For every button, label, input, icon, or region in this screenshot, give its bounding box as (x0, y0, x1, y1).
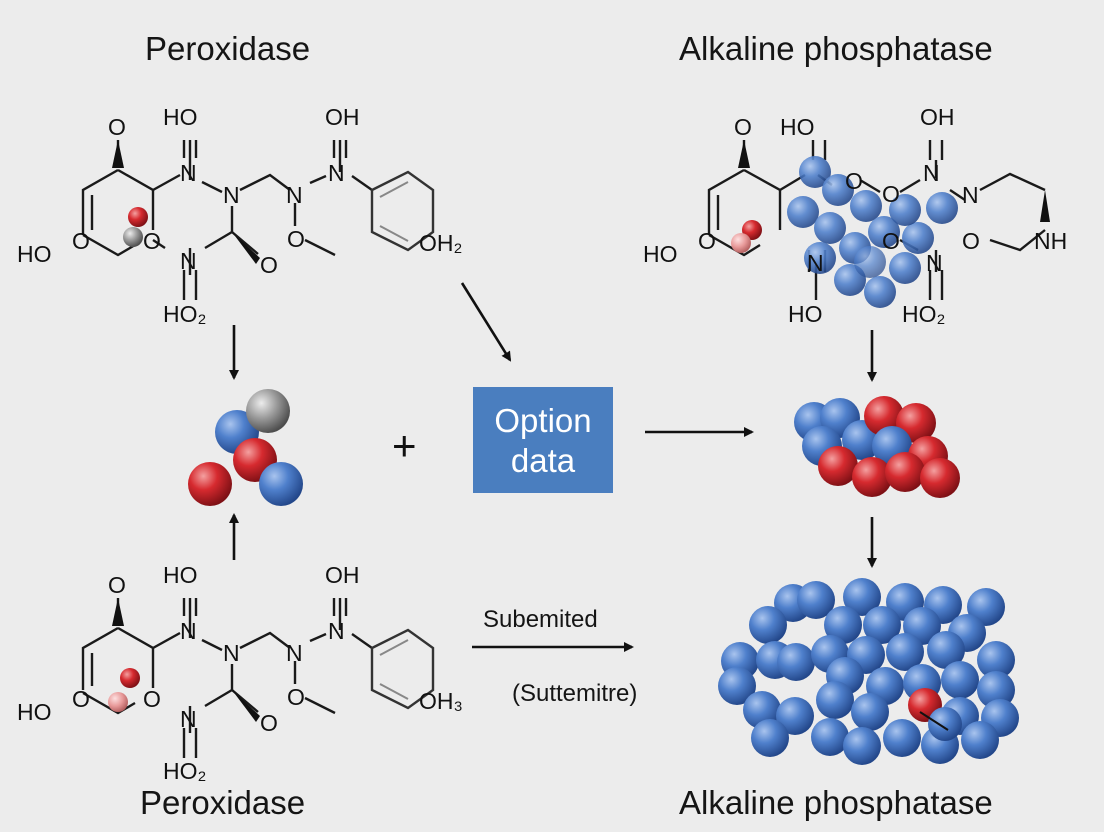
atom-label: OH (325, 562, 360, 588)
wedge-bond-icon (738, 140, 750, 168)
atom-label: N (223, 182, 240, 208)
atom-red (128, 207, 148, 227)
atom-label: O (72, 228, 90, 254)
atom-label: N (962, 182, 979, 208)
title-alkaline-phosphatase-top: Alkaline phosphatase (679, 30, 993, 67)
plus-sign: + (392, 422, 417, 469)
atom-label: N (923, 160, 940, 186)
mixed-atom-cluster (794, 396, 960, 498)
atom-label: HO₂ (163, 758, 207, 784)
atom-label: HO (780, 114, 815, 140)
atom-label: HO (163, 562, 198, 588)
atom-label: O (108, 572, 126, 598)
atom-label: O (143, 686, 161, 712)
title-peroxidase-bottom: Peroxidase (140, 784, 306, 821)
atom-label: O (260, 710, 278, 736)
molecule-bottom-left-bonds (81, 598, 435, 758)
atom-label: O (287, 226, 305, 252)
atom-label: N (807, 250, 824, 276)
wedge-bond-icon (1040, 190, 1050, 222)
atom-label: HO₂ (902, 301, 946, 327)
atom-label: N (328, 160, 345, 186)
atom-label: O (734, 114, 752, 140)
atom-label: OH₃ (419, 688, 463, 714)
wedge-bond-icon (112, 598, 124, 626)
atom-label: HO (788, 301, 823, 327)
large-atom-cluster (718, 578, 1019, 765)
atom-label: O (287, 684, 305, 710)
atom-label: O (72, 686, 90, 712)
atom-label: OH (325, 104, 360, 130)
cluster-overlay-top-right (731, 156, 958, 308)
atom-label: NH (1034, 228, 1068, 254)
wedge-bond-icon (232, 690, 260, 722)
atom-label: O (962, 228, 980, 254)
atom-label: O (845, 168, 863, 194)
atom-label: N (180, 160, 197, 186)
arrow-label-bottom: (Suttemitre) (512, 680, 638, 707)
atom-label: HO (17, 241, 52, 267)
atom-label: N (180, 706, 197, 732)
atom-label: HO (163, 104, 198, 130)
atom-label: O (108, 114, 126, 140)
atom-label: N (180, 248, 197, 274)
arrow-diagonal (460, 282, 512, 362)
atom-label: HO (17, 699, 52, 725)
wedge-bond-icon (112, 140, 124, 168)
wedge-bond-icon (232, 232, 260, 264)
title-peroxidase-top: Peroxidase (145, 30, 311, 67)
atom-label: O (143, 228, 161, 254)
atom-label: HO (643, 241, 678, 267)
atom-label: O (882, 181, 900, 207)
option-data-line2: data (510, 442, 576, 479)
atom-pink (108, 692, 128, 712)
atom-label: O (882, 228, 900, 254)
atom-label: N (223, 640, 240, 666)
atom-label: N (926, 250, 943, 276)
arrow-label-top: Subemited (483, 606, 598, 633)
atom-label: N (286, 182, 303, 208)
option-data-line1: Option (494, 402, 592, 439)
atom-label: O (260, 252, 278, 278)
title-alkaline-phosphatase-bottom: Alkaline phosphatase (679, 784, 993, 821)
atom-label: O (698, 228, 716, 254)
atom-label: N (180, 618, 197, 644)
atom-label: HO₂ (163, 301, 207, 327)
atom-label: N (328, 618, 345, 644)
option-data-box: Option data (473, 387, 613, 493)
atom-label: OH₂ (419, 230, 463, 256)
atom-red (120, 668, 140, 688)
atom-label: OH (920, 104, 955, 130)
atom-gray (123, 227, 143, 247)
small-atom-cluster (188, 389, 303, 506)
atom-label: N (286, 640, 303, 666)
